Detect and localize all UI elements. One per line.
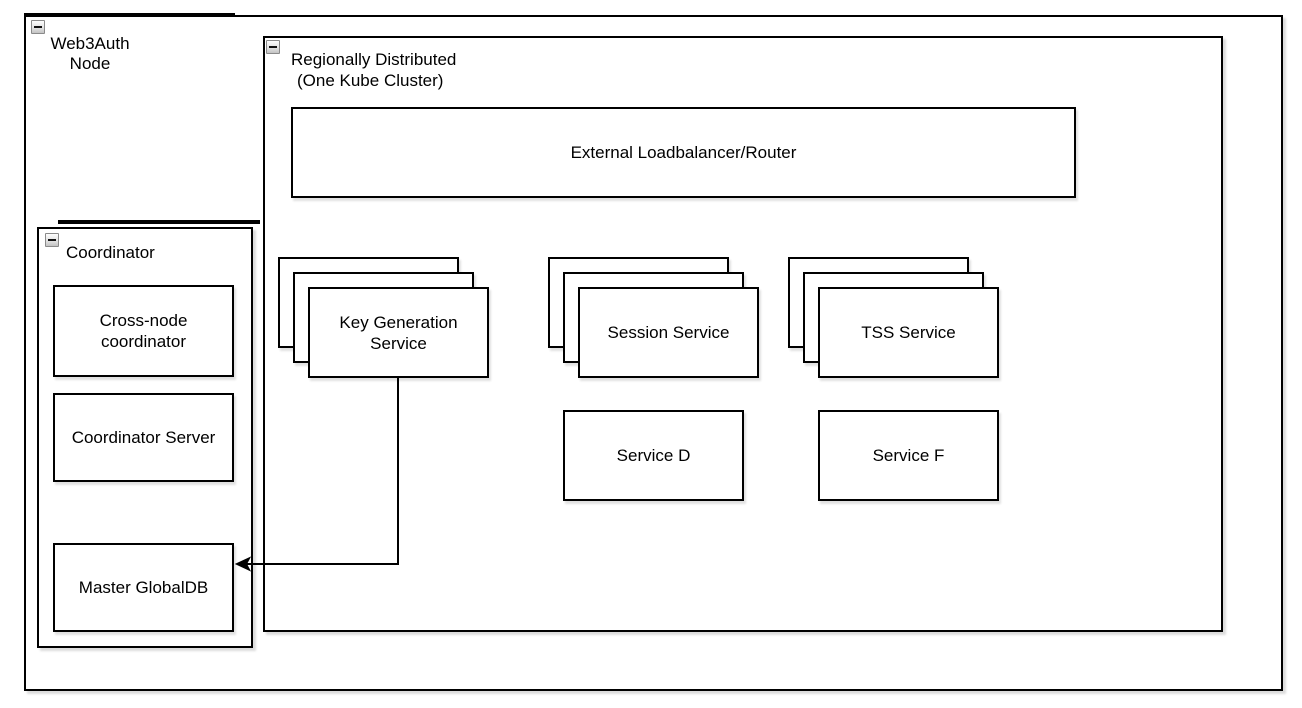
coordinator-server-label: Coordinator Server <box>71 428 216 447</box>
regionally-distributed-label-line2: (One Kube Cluster) <box>297 71 444 90</box>
web3auth-node-label-line2: Node <box>69 54 111 73</box>
key-generation-service-label-line2: Service <box>370 333 427 353</box>
key-generation-service-box[interactable]: Key Generation Service <box>308 287 489 378</box>
collapse-icon-regionally-distributed[interactable] <box>266 40 280 54</box>
coordinator-label: Coordinator <box>66 243 155 262</box>
service-d-box[interactable]: Service D <box>563 410 744 501</box>
collapse-icon-coordinator[interactable] <box>45 233 59 247</box>
service-f-box[interactable]: Service F <box>818 410 999 501</box>
key-generation-service-label-line1: Key Generation <box>339 312 458 332</box>
service-f-label: Service F <box>872 446 945 465</box>
web3auth-node-border-accent <box>24 13 235 17</box>
master-globaldb-box[interactable]: Master GlobalDB <box>53 543 234 632</box>
key-generation-service-stack: Key Generation Service <box>278 257 490 379</box>
tss-service-stack: TSS Service <box>788 257 1000 379</box>
external-loadbalancer-label: External Loadbalancer/Router <box>570 143 797 162</box>
coordinator-border-accent <box>58 220 260 224</box>
regionally-distributed-label-line1: Regionally Distributed <box>291 50 457 69</box>
master-globaldb-label: Master GlobalDB <box>78 578 209 597</box>
cross-node-coordinator-label-line2: coordinator <box>100 332 187 351</box>
cross-node-coordinator-box[interactable]: Cross-node coordinator <box>53 285 234 377</box>
session-service-box[interactable]: Session Service <box>578 287 759 378</box>
tss-service-label: TSS Service <box>861 323 956 342</box>
session-service-label: Session Service <box>607 323 730 342</box>
coordinator-server-box[interactable]: Coordinator Server <box>53 393 234 482</box>
service-d-label: Service D <box>616 446 691 465</box>
regionally-distributed-label: Regionally Distributed (One Kube Cluster… <box>291 49 456 91</box>
cross-node-coordinator-label-line1: Cross-node <box>99 311 188 330</box>
web3auth-node-label: Web3Auth Node <box>40 34 140 74</box>
collapse-icon-web3auth-node[interactable] <box>31 20 45 34</box>
session-service-stack: Session Service <box>548 257 760 379</box>
tss-service-box[interactable]: TSS Service <box>818 287 999 378</box>
web3auth-node-label-line1: Web3Auth <box>50 34 130 53</box>
external-loadbalancer-box[interactable]: External Loadbalancer/Router <box>291 107 1076 198</box>
